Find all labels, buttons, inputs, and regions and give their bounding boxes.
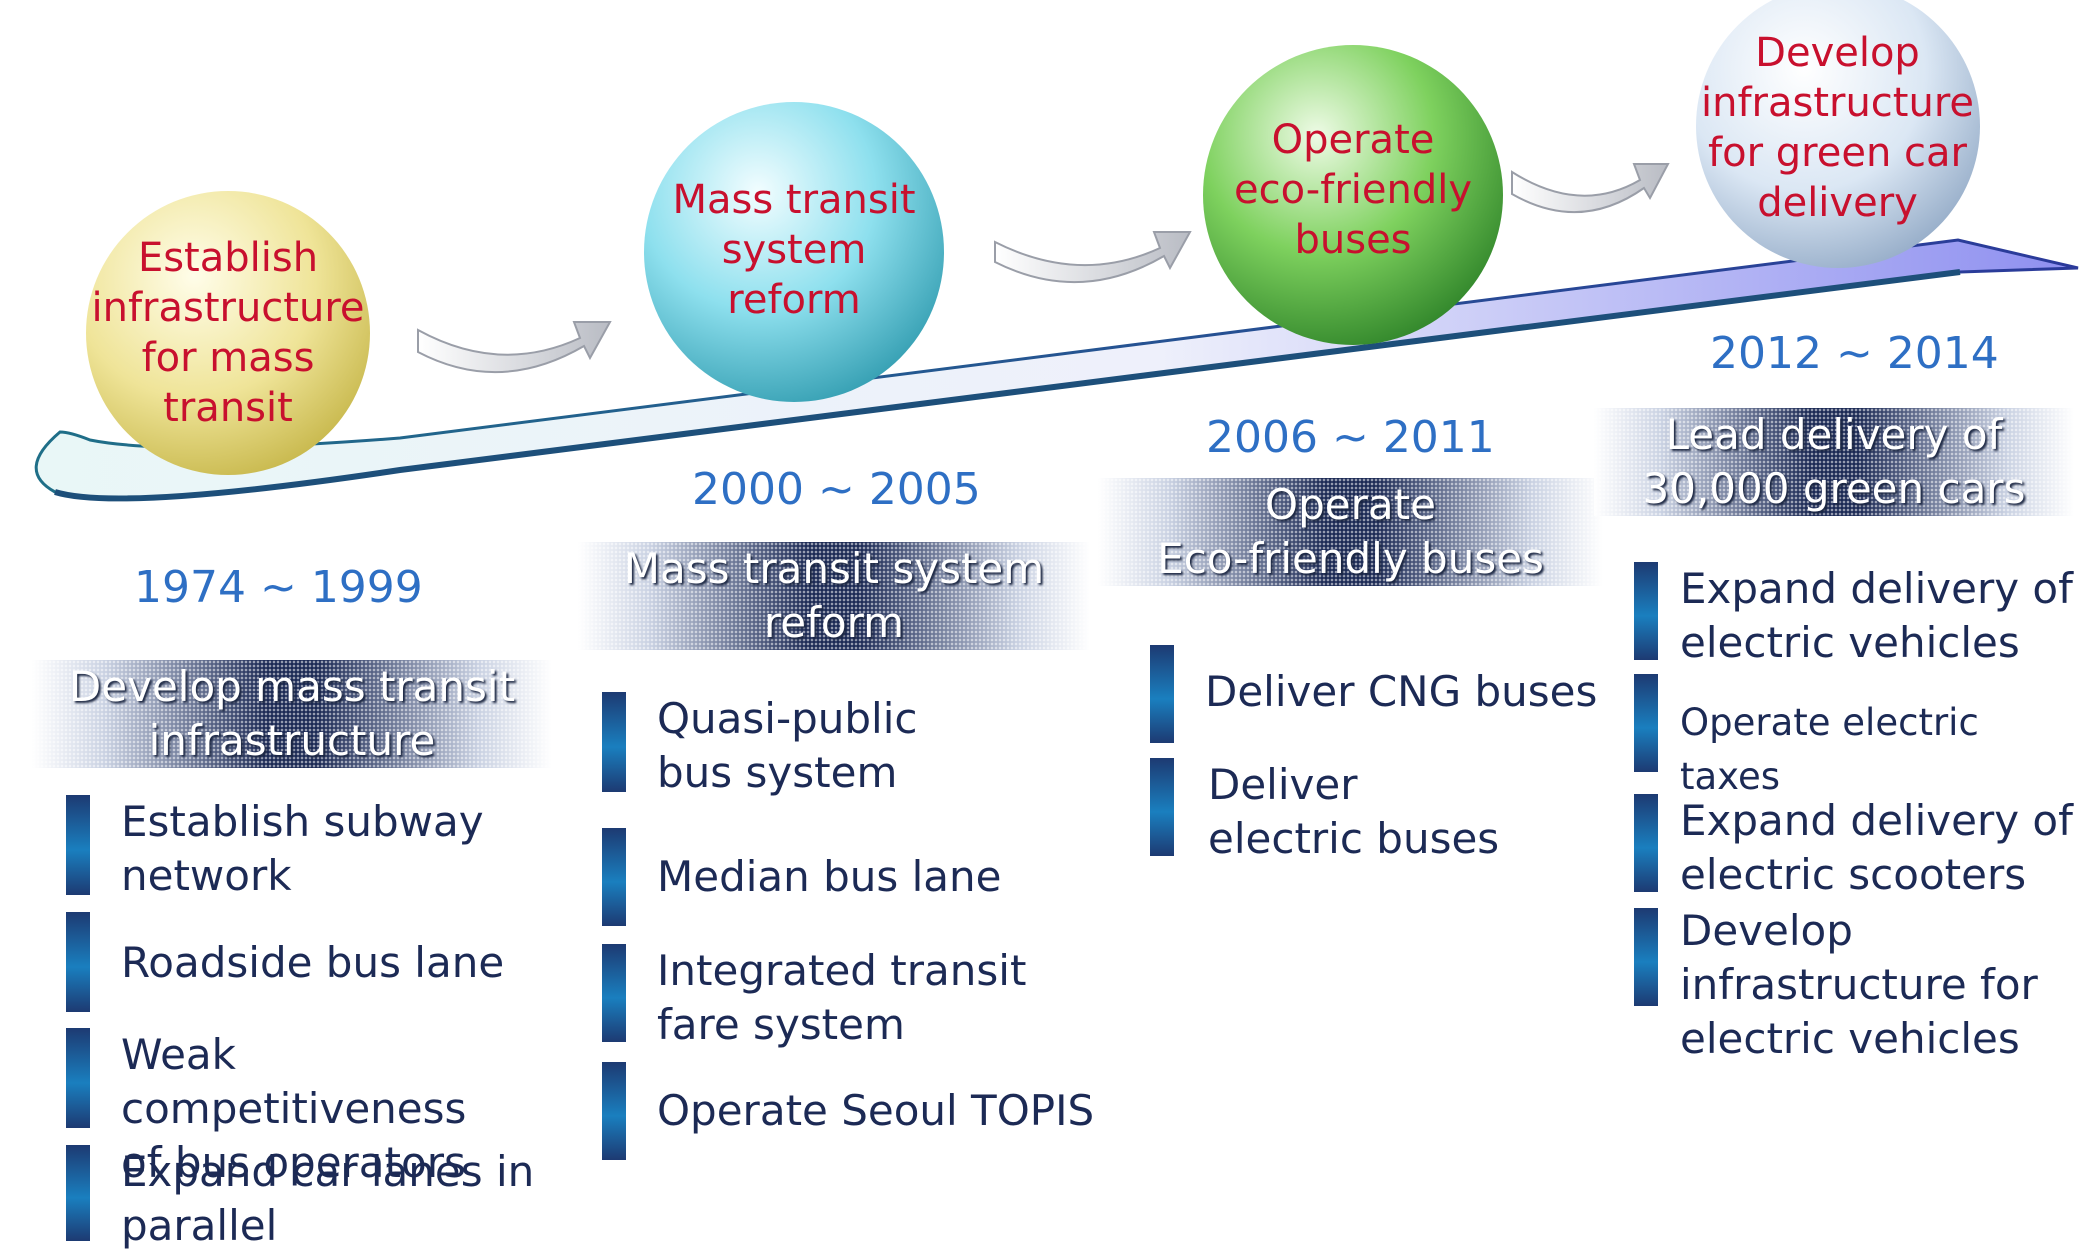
stage-2-period: 2000 ~ 2005 [692,464,981,515]
stage-3-item-text: Deliver electric buses [1208,760,1500,863]
stage-4-item: Expand delivery of electric scooters [1634,794,2079,899]
stage-1-item-text: Weak competitiveness of bus operators [121,1030,467,1187]
stage-3-item-text: Deliver CNG buses [1205,667,1598,716]
stage-4-item-text: Develop infrastructure for electric vehi… [1680,906,2038,1063]
stage-3-heading: Operate Eco-friendly buses [1098,478,1603,586]
stage-1-item: Establish subway network [66,795,566,900]
stage-1-bubble-shape [86,191,370,475]
stage-2-item: Integrated transit fare system [602,944,1102,1049]
stage-4-bubble-shape [1696,0,1980,268]
ramp-edge [54,269,1961,502]
stage-3-item: Deliver electric buses [1150,758,1620,863]
stage-4-period: 2012 ~ 2014 [1710,328,1999,379]
stage-4-item-text: Expand delivery of electric vehicles [1680,564,2073,667]
bullet-bar [602,1062,626,1160]
curved-arrow-icon [994,231,1192,283]
bullet-bar [602,944,626,1042]
stage-1-bubble: Establish infrastructure for mass transi… [88,203,368,463]
bullet-bar [602,828,626,926]
bullet-bar [1634,562,1658,660]
stage-3-period: 2006 ~ 2011 [1206,412,1495,463]
stage-3-bubble: Operate eco-friendly buses [1218,115,1488,265]
bullet-bar [1634,674,1658,772]
stage-2-item-text: Quasi-public bus system [657,694,918,797]
stage-2-item-text: Median bus lane [657,852,1002,901]
bullet-bar [1634,908,1658,1006]
stage-4-item-text: Operate electric taxes [1680,701,1979,798]
bullet-bar [1634,794,1658,892]
bullet-bar [66,912,90,1012]
bullet-bar [66,795,90,895]
stage-1-item-text: Roadside bus lane [121,938,505,987]
stage-1-item: Roadside bus lane [66,912,566,1012]
stage-4-heading-text: Lead delivery of 30,000 green cars [1642,410,2026,513]
bullet-bar [1150,645,1174,743]
stage-2-item: Quasi-public bus system [602,692,1102,797]
stage-2-item: Median bus lane [602,828,1102,926]
stage-2-heading-text: Mass transit system reform [623,544,1045,647]
stage-2-bubble-shape [644,102,944,402]
stage-1-item: Weak competitiveness of bus operators [66,1028,566,1187]
stage-1-item-text: Establish subway network [121,797,484,900]
stage-3-bubble-text: Operate eco-friendly buses [1233,117,1473,263]
stage-2-item: Operate Seoul TOPIS [602,1062,1102,1160]
stage-1-period: 1974 ~ 1999 [134,562,423,613]
stage-2-heading: Mass transit system reform [578,542,1090,650]
curved-arrow-icon [417,321,612,373]
stage-1-heading-text: Develop mass transit infrastructure [68,662,516,765]
bullet-bar [66,1028,90,1128]
stage-4-item: Develop infrastructure for electric vehi… [1634,906,2079,1063]
stage-3-bubble-shape [1203,45,1503,345]
stage-4-bubble-text: Develop infrastructure for green car del… [1700,30,1975,226]
stage-1-item: Expand car lanes in parallel [66,1145,566,1250]
stage-4-item: Expand delivery of electric vehicles [1634,562,2079,667]
bullet-bar [66,1145,90,1241]
stage-1-heading: Develop mass transit infrastructure [32,660,552,768]
bullet-bar [602,692,626,792]
stage-4-heading: Lead delivery of 30,000 green cars [1594,408,2074,516]
bullet-bar [1150,758,1174,856]
stage-2-item-text: Integrated transit fare system [657,946,1027,1049]
stage-1-item-text: Expand car lanes in parallel [121,1147,535,1250]
curved-arrow-icon [1511,163,1670,214]
stage-2-bubble: Mass transit system reform [664,175,924,325]
stage-4-bubble: Develop infrastructure for green car del… [1700,28,1975,228]
stage-3-heading-text: Operate Eco-friendly buses [1157,480,1544,583]
stage-3-item: Deliver CNG buses [1150,645,1620,743]
stage-2-bubble-text: Mass transit system reform [672,177,916,323]
stage-4-item-text: Expand delivery of electric scooters [1680,796,2073,899]
stage-4-item: Operate electric taxes [1634,674,2079,798]
stage-2-item-text: Operate Seoul TOPIS [657,1086,1095,1135]
stage-1-bubble-text: Establish infrastructure for mass transi… [91,235,365,431]
